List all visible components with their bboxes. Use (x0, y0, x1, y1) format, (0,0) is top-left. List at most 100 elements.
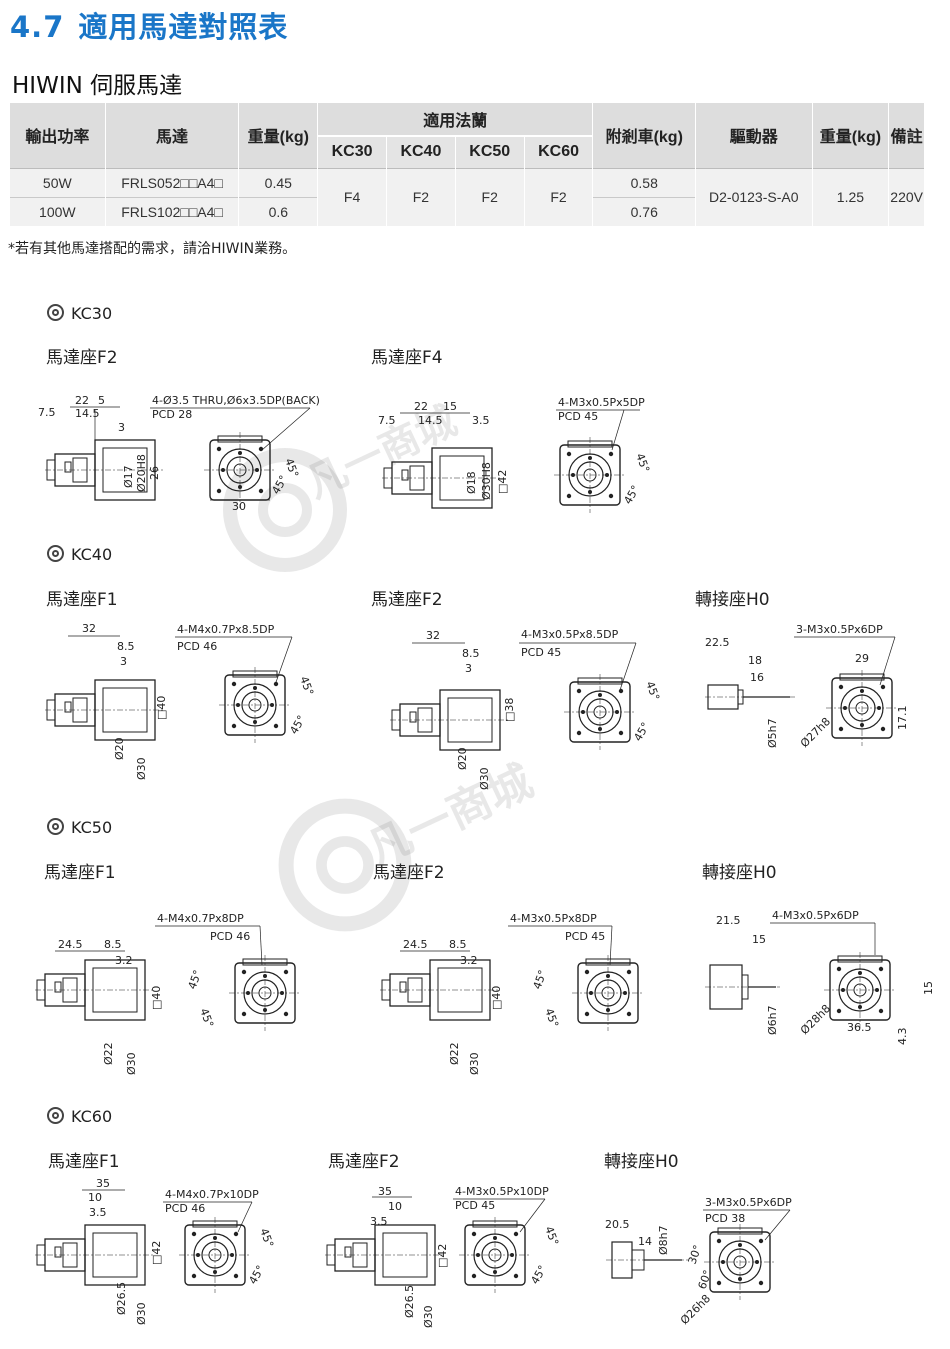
section-kc50: KC50 (47, 818, 112, 837)
svg-text:10: 10 (88, 1191, 102, 1204)
svg-text:45°: 45° (528, 1263, 549, 1286)
svg-text:7.5: 7.5 (38, 406, 56, 419)
table-subtitle: HIWIN 伺服馬達 (12, 73, 183, 99)
svg-text:4-M4x0.7Px8.5DP: 4-M4x0.7Px8.5DP (177, 623, 275, 636)
circle-bullet-icon (47, 304, 64, 321)
svg-text:3.2: 3.2 (115, 954, 133, 967)
section-kc40: KC40 (47, 545, 112, 564)
drawing-kc50-f1: 24.5 8.5 3.2 □40 Ø22 Ø30 4-M4x0.7Px8DP P… (34, 912, 302, 1075)
svg-text:15: 15 (443, 400, 457, 413)
svg-text:20.5: 20.5 (605, 1218, 630, 1231)
label-kc50-f2: 馬達座F2 (373, 863, 445, 883)
svg-text:45°: 45° (282, 457, 301, 480)
svg-text:45°: 45° (246, 1263, 267, 1286)
svg-text:4-M4x0.7Px10DP: 4-M4x0.7Px10DP (165, 1188, 259, 1201)
drawing-kc60-f2: 35 10 3.5 □42 Ø26.5 Ø30 4-M3x0.5Px10DP P… (324, 1185, 561, 1328)
svg-text:4-M3x0.5Px5DP: 4-M3x0.5Px5DP (558, 396, 645, 409)
label-kc40-f1: 馬達座F1 (46, 590, 118, 610)
svg-text:45°: 45° (531, 968, 550, 991)
svg-text:Ø22: Ø22 (102, 1042, 115, 1065)
header-kc50: KC50 (454, 135, 525, 168)
svg-text:Ø20: Ø20 (456, 747, 469, 770)
circle-bullet-icon (47, 1107, 64, 1124)
svg-text:Ø17: Ø17 (122, 465, 135, 488)
svg-text:45°: 45° (287, 713, 308, 736)
label-kc40-f2: 馬達座F2 (371, 590, 443, 610)
svg-text:45°: 45° (621, 483, 642, 506)
cell-flange-kc30: F4 (317, 167, 387, 226)
drawing-kc40-f2: 32 8.5 3 □38 Ø20 Ø30 4-M3x0.5Px8.5DP PCD… (389, 628, 662, 790)
svg-text:22: 22 (75, 394, 89, 407)
header-kc30: KC30 (317, 135, 387, 168)
svg-text:8.5: 8.5 (117, 640, 135, 653)
svg-text:7.5: 7.5 (378, 414, 396, 427)
svg-text:45°: 45° (633, 452, 652, 475)
svg-text:35: 35 (378, 1185, 392, 1198)
svg-text:22: 22 (414, 400, 428, 413)
cell-weight: 0.6 (238, 196, 319, 226)
svg-text:PCD 46: PCD 46 (177, 640, 217, 653)
svg-text:45°: 45° (269, 473, 290, 496)
svg-text:Ø26.5: Ø26.5 (115, 1282, 128, 1315)
svg-text:10: 10 (388, 1200, 402, 1213)
label-kc30-f4: 馬達座F4 (371, 348, 443, 368)
svg-text:45°: 45° (542, 1007, 561, 1030)
drawing-kc60-f1: 35 10 3.5 □42 Ø26.5 Ø30 4-M4x0.7Px10DP P… (34, 1177, 276, 1325)
svg-text:60°: 60° (696, 1268, 715, 1291)
cell-flange-kc50: F2 (454, 167, 525, 226)
watermark-logo-icon (223, 448, 347, 572)
svg-text:□42: □42 (436, 1244, 449, 1268)
label-kc30-f2: 馬達座F2 (46, 348, 118, 368)
svg-text:□40: □40 (155, 696, 168, 720)
svg-text:□40: □40 (490, 986, 503, 1010)
footnote: *若有其他馬達搭配的需求，請洽HIWIN業務。 (8, 241, 297, 257)
svg-text:Ø18: Ø18 (465, 471, 478, 494)
svg-text:PCD 45: PCD 45 (455, 1199, 495, 1212)
svg-text:32: 32 (82, 622, 96, 635)
svg-text:PCD 45: PCD 45 (565, 930, 605, 943)
svg-text:PCD 45: PCD 45 (558, 410, 598, 423)
svg-text:15: 15 (752, 933, 766, 946)
drawing-kc50-f2: 24.5 8.5 3.2 □40 Ø22 Ø30 4-M3x0.5Px8DP P… (379, 912, 645, 1075)
table-row: 50W FRLS052□□A4□ 0.45 F4 F2 F2 F2 0.58 D… (9, 167, 925, 226)
svg-text:Ø20: Ø20 (113, 737, 126, 760)
svg-text:45°: 45° (643, 680, 662, 703)
svg-text:45°: 45° (631, 720, 652, 743)
svg-text:45°: 45° (297, 675, 316, 698)
cell-brake: 0.58 (592, 167, 697, 197)
label-kc50-f1: 馬達座F1 (44, 863, 116, 883)
header-power: 輸出功率 (9, 103, 106, 168)
header-kc60: KC60 (523, 135, 594, 168)
svg-text:8.5: 8.5 (462, 647, 480, 660)
svg-text:Ø30: Ø30 (135, 1302, 148, 1325)
svg-text:Ø30H8: Ø30H8 (480, 462, 493, 500)
svg-text:4-M3x0.5Px10DP: 4-M3x0.5Px10DP (455, 1185, 549, 1198)
header-remark: 備註 (888, 103, 925, 168)
header-driver: 驅動器 (695, 103, 813, 168)
svg-text:21.5: 21.5 (716, 914, 741, 927)
svg-text:3.5: 3.5 (89, 1206, 107, 1219)
header-brake: 附剎車(kg) (592, 103, 697, 168)
label-kc60-f2: 馬達座F2 (328, 1152, 400, 1172)
svg-text:16: 16 (750, 671, 764, 684)
cell-remark: 220V (888, 167, 925, 226)
svg-text:8.5: 8.5 (104, 938, 122, 951)
svg-text:Ø28h8: Ø28h8 (798, 1002, 833, 1037)
cell-driver-weight: 1.25 (811, 167, 890, 226)
svg-text:Ø30: Ø30 (478, 767, 491, 790)
motor-spec-table: 輸出功率 馬達 重量(kg) 適用法蘭 附剎車(kg) 驅動器 重量(kg) 備… (9, 103, 925, 226)
svg-text:PCD 46: PCD 46 (165, 1202, 205, 1215)
cell-power: 50W (9, 167, 106, 197)
drawing-kc30-f4: 22 15 7.5 14.5 3.5 Ø18 Ø30H8 □42 4-M3x0.… (378, 396, 652, 514)
svg-text:□38: □38 (503, 698, 516, 722)
svg-text:4-M3x0.5Px8DP: 4-M3x0.5Px8DP (510, 912, 597, 925)
svg-text:PCD 46: PCD 46 (210, 930, 250, 943)
header-kc40: KC40 (385, 135, 456, 168)
drawing-kc40-f1: 32 8.5 3 □40 Ø20 Ø30 4-M4x0.7Px8.5DP PCD… (44, 622, 316, 780)
svg-text:15: 15 (922, 981, 935, 995)
section-number: 4.7 (10, 10, 65, 44)
svg-text:4.3: 4.3 (896, 1028, 909, 1046)
svg-text:14.5: 14.5 (418, 414, 443, 427)
svg-text:45°: 45° (257, 1227, 276, 1250)
